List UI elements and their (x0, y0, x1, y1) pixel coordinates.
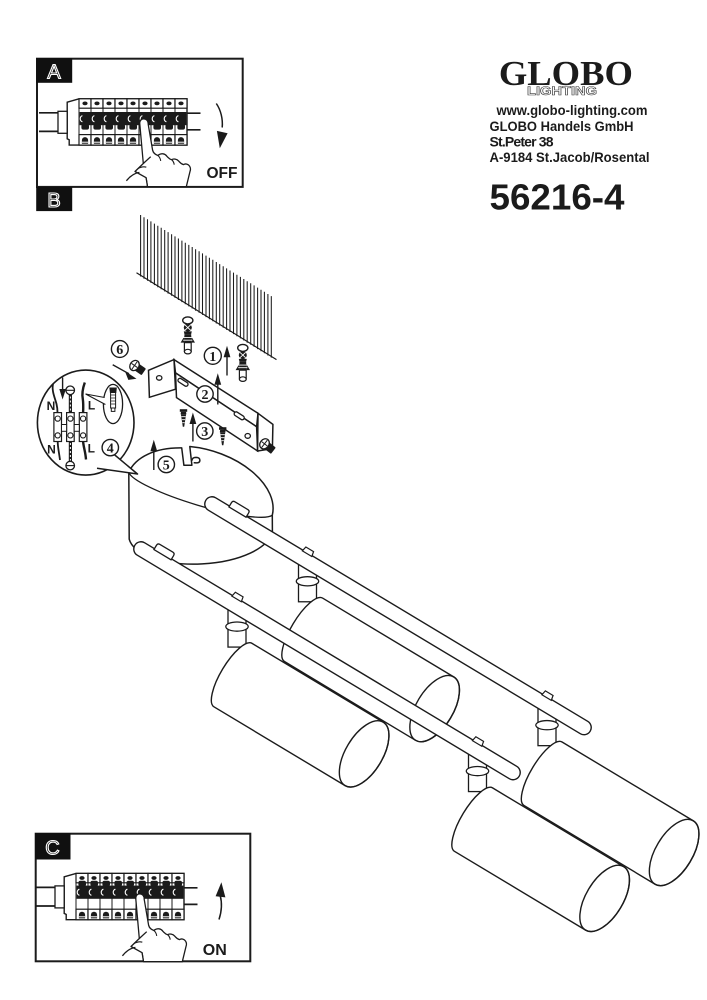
svg-text:www.globo-lighting.com: www.globo-lighting.com (496, 102, 648, 118)
svg-text:2: 2 (202, 388, 209, 403)
svg-text:C: C (45, 838, 59, 860)
svg-text:GLOBO Handels GmbH: GLOBO Handels GmbH (490, 118, 634, 134)
svg-text:ON: ON (203, 942, 227, 959)
svg-text:OFF: OFF (207, 165, 238, 182)
svg-text:1: 1 (209, 350, 216, 365)
svg-text:N: N (47, 442, 56, 456)
svg-text:B: B (47, 190, 60, 212)
svg-text:A: A (47, 62, 61, 84)
svg-text:L: L (88, 399, 95, 413)
svg-text:St.Peter 38: St.Peter 38 (490, 134, 554, 150)
svg-text:GLOBO: GLOBO (499, 55, 633, 93)
svg-text:5: 5 (163, 458, 170, 473)
svg-text:4: 4 (107, 442, 114, 457)
svg-text:A-9184 St.Jacob/Rosental: A-9184 St.Jacob/Rosental (490, 149, 650, 165)
svg-text:56216-4: 56216-4 (490, 177, 626, 218)
svg-text:N: N (47, 399, 56, 413)
svg-text:LIGHTING: LIGHTING (527, 84, 597, 98)
svg-text:L: L (88, 442, 95, 456)
svg-text:3: 3 (201, 425, 208, 440)
svg-text:6: 6 (116, 343, 123, 358)
